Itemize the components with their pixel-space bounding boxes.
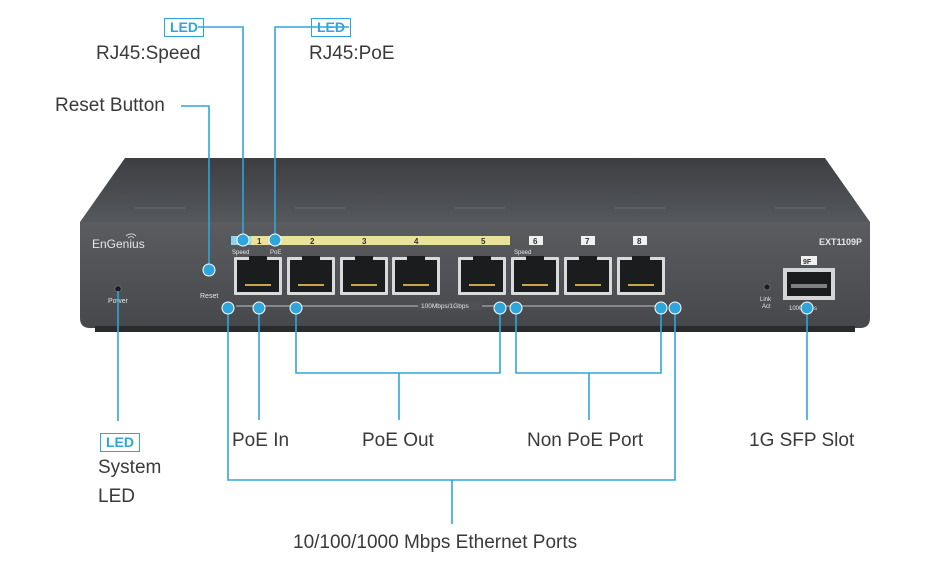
- link-act-led: [763, 283, 771, 291]
- non-poe-port-label: Non PoE Port: [527, 430, 644, 451]
- rj45-port[interactable]: [287, 256, 335, 295]
- system-led-label-line2: LED: [98, 486, 135, 507]
- rj45-speed-label: RJ45:Speed: [96, 43, 201, 64]
- wifi-mark-icon: [125, 233, 137, 239]
- callout-dot: [268, 233, 282, 247]
- system-led-label-line1: System: [98, 457, 162, 478]
- callout-dot: [236, 233, 250, 247]
- led-tag-speed: LED: [164, 18, 204, 37]
- speed-strip-label: 100Mbps/1Gbps: [421, 303, 469, 310]
- callout-dot: [668, 301, 682, 315]
- model-label: EXT1109P: [819, 237, 862, 247]
- rj45-port[interactable]: [340, 256, 388, 295]
- sfp-number: 9F: [803, 259, 812, 266]
- rj45-port[interactable]: [564, 256, 612, 295]
- poe-label: PoE: [270, 250, 281, 256]
- callout-dot: [493, 301, 507, 315]
- poe-in-label: PoE In: [232, 430, 290, 451]
- callout-dots: [202, 233, 814, 315]
- rj45-port[interactable]: [392, 256, 440, 295]
- brand-logo: EnGenius: [92, 237, 145, 251]
- rj45-port[interactable]: [617, 256, 665, 295]
- chassis-top: [80, 158, 870, 222]
- port-number: 7: [585, 237, 590, 246]
- speed-strip-bg: [418, 301, 482, 310]
- callout-dot: [202, 263, 216, 277]
- port-number-labels: 1 2 3 4 5: [257, 237, 486, 246]
- callout-dot: [800, 301, 814, 315]
- rj45-ports: [234, 256, 665, 295]
- callout-dot: [252, 301, 266, 315]
- ethernet-ports-label: 10/100/1000 Mbps Ethernet Ports: [293, 532, 578, 553]
- reset-button-label: Reset Button: [55, 95, 165, 116]
- port-7-number-box: [581, 236, 595, 245]
- act-label: Act: [762, 304, 771, 310]
- callout-dot: [654, 301, 668, 315]
- reset-label: Reset: [200, 293, 218, 300]
- rj45-port[interactable]: [458, 256, 506, 295]
- poe-out-label: PoE Out: [362, 430, 434, 451]
- callout-dot: [221, 301, 235, 315]
- port-number: 3: [362, 237, 367, 246]
- rj45-poe-label: RJ45:PoE: [309, 43, 395, 64]
- port-number: 8: [637, 237, 642, 246]
- callout-dot: [289, 301, 303, 315]
- rj45-port[interactable]: [234, 256, 282, 295]
- speed-label-left: Speed: [232, 250, 249, 256]
- link-label: Link: [760, 297, 772, 303]
- port-number: 5: [481, 237, 486, 246]
- port-6-number-box: [529, 236, 543, 245]
- poe-led-strip: [231, 236, 510, 245]
- port-number: 4: [414, 237, 419, 246]
- led-tag-system: LED: [100, 433, 140, 452]
- sfp-number-box: [801, 256, 817, 265]
- led-tag-poe: LED: [311, 18, 351, 37]
- speed-label-right: Speed: [514, 250, 531, 256]
- port-number: 2: [310, 237, 315, 246]
- chassis-base: [95, 326, 855, 332]
- port-8-number-box: [633, 236, 647, 245]
- callout-lines: [117, 26, 808, 524]
- callout-dot: [509, 301, 523, 315]
- sfp-slot-label: 1G SFP Slot: [749, 430, 855, 451]
- port-pins: [245, 284, 654, 286]
- port-number: 1: [257, 237, 262, 246]
- rj45-port[interactable]: [511, 256, 559, 295]
- port-number: 6: [533, 237, 538, 246]
- sfp-slot[interactable]: [783, 268, 835, 300]
